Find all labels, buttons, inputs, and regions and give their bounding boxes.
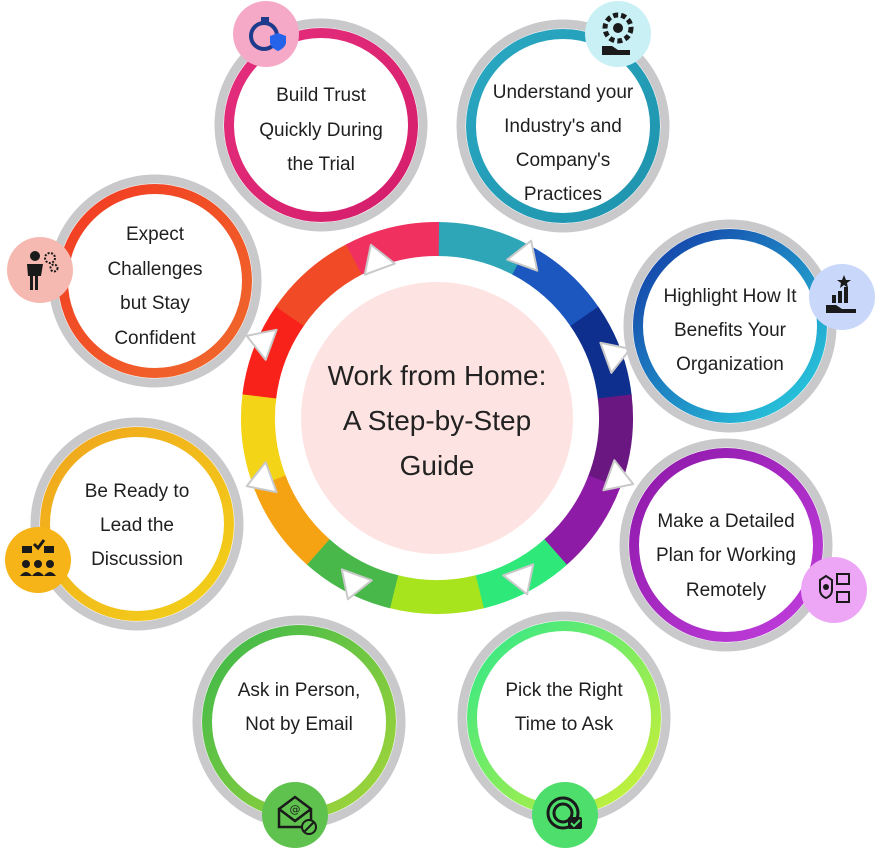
remote-work-profiles-icon — [801, 557, 867, 623]
stopwatch-shield-icon — [233, 1, 299, 67]
ring-segment — [242, 304, 305, 399]
ring-arrow — [602, 459, 635, 492]
center-title-line-1: Work from Home: — [328, 360, 547, 391]
step-label-line: Time to Ask — [515, 714, 614, 735]
node-color-ring — [466, 29, 660, 223]
step-label-line: Confident — [114, 328, 196, 349]
envelope-blocked-icon: @ — [262, 782, 328, 848]
node-color-ring — [629, 448, 823, 642]
step-label-line: Plan for Working — [656, 545, 796, 566]
center-title: Work from Home: A Step-by-Step Guide — [328, 360, 547, 481]
ring-segment — [437, 222, 530, 276]
center-title-line-3: Guide — [400, 450, 475, 481]
node-color-ring — [40, 427, 234, 621]
step-label-line: Lead the — [100, 515, 174, 536]
ring-segment — [543, 475, 621, 567]
clock-check-icon — [532, 782, 598, 848]
step-label-line: Expect — [126, 224, 185, 245]
ring-arrow — [363, 243, 396, 276]
step-label-line: Organization — [676, 354, 784, 375]
ring-segment — [345, 222, 440, 275]
step-label-line: Understand your — [493, 82, 634, 103]
step-label-line: Challenges — [107, 259, 202, 280]
node-color-ring — [224, 28, 418, 222]
ring-arrow — [245, 328, 278, 361]
ring-arrows — [245, 239, 635, 601]
step-label-line: Company's — [516, 150, 610, 171]
step-label-line: Industry's and — [504, 116, 622, 137]
person-gears-icon — [7, 237, 73, 303]
hand-growth-chart-icon — [809, 264, 875, 330]
ring-arrow — [340, 568, 373, 601]
ring-segment — [587, 394, 633, 490]
step-label-line: Ask in Person, — [238, 680, 361, 701]
step-label-line: Benefits Your — [674, 320, 787, 341]
node-color-ring — [633, 229, 827, 423]
step-label-line: Pick the Right — [505, 680, 623, 701]
step-label-line: Make a Detailed — [657, 511, 794, 532]
step-label-line: but Stay — [120, 293, 190, 314]
step-label-line: Build Trust — [276, 85, 366, 106]
ring-arrow — [599, 341, 632, 374]
ring-segment — [253, 473, 330, 565]
ring-arrow — [506, 239, 539, 272]
gear-hand-icon — [585, 1, 651, 67]
step-label-line: Not by Email — [245, 714, 353, 735]
ring-segment — [570, 306, 632, 401]
step-node-ask-in-person: Ask in Person, Not by Email @ — [192, 615, 406, 848]
center-circle — [301, 282, 573, 554]
step-label-line: Remotely — [686, 580, 767, 601]
step-label-line: Practices — [524, 184, 602, 205]
step-node-highlight-benefits: Highlight How It Benefits YourOrganizatio… — [623, 219, 875, 433]
ring-arrow — [502, 563, 535, 596]
svg-text:@: @ — [290, 803, 301, 816]
team-discussion-icon — [5, 527, 71, 593]
step-label-line: Highlight How It — [663, 286, 797, 307]
ring-arrow — [245, 461, 278, 494]
ring-segment — [275, 243, 364, 326]
step-label-line: Discussion — [91, 549, 183, 570]
step-label-line: the Trial — [287, 154, 355, 175]
center-title-line-2: A Step-by-Step — [343, 405, 531, 436]
ring-segment — [241, 392, 286, 488]
ring-segment — [388, 574, 484, 614]
center-ring — [241, 222, 633, 614]
step-label-line: Be Ready to — [85, 481, 190, 502]
step-label-line: Quickly During — [259, 120, 383, 141]
